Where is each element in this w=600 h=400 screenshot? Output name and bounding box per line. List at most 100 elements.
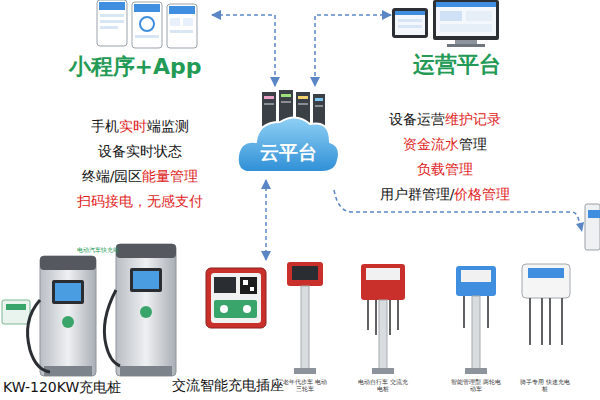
shape — [52, 280, 84, 304]
shape — [240, 277, 257, 294]
feature-text: 维护记录 — [445, 111, 501, 127]
charging-post-illustrations — [287, 262, 570, 374]
shape — [262, 92, 276, 126]
shape — [287, 262, 323, 286]
feature-text: 实时 — [119, 118, 147, 134]
feature-text: 手机 — [91, 118, 119, 134]
shape — [100, 14, 124, 17]
device-caption: 骑手专用 快速充电桩 — [520, 378, 570, 392]
feature-line: 设备运营维护记录 — [389, 110, 501, 128]
shape — [140, 306, 152, 318]
shape — [206, 268, 266, 328]
shape — [214, 300, 257, 318]
shape — [585, 204, 600, 250]
shape — [281, 94, 291, 97]
shape — [243, 305, 251, 313]
shape — [398, 19, 422, 22]
shape — [100, 20, 124, 23]
shape — [465, 368, 487, 374]
feature-text: 扫码接电，无感支付 — [77, 193, 203, 209]
shape — [372, 368, 394, 374]
feature-text: 设备运营 — [389, 111, 445, 127]
feature-line: 扫码接电，无感支付 — [77, 192, 203, 210]
feature-text: 端监测 — [147, 118, 189, 134]
shape — [169, 6, 195, 14]
shape — [40, 256, 96, 376]
shape — [170, 30, 193, 33]
platform-node: 运营平台 — [393, 0, 521, 84]
shape — [472, 296, 480, 370]
shape — [104, 290, 120, 366]
node-label: KW-120KW充电桩 — [3, 379, 121, 397]
shape — [466, 11, 492, 21]
shape — [28, 300, 50, 372]
ac-socket-node: 交流智能充电插座 — [160, 262, 296, 398]
shape — [294, 368, 316, 374]
shape — [436, 2, 496, 7]
shape — [250, 287, 254, 291]
shape — [132, 2, 162, 48]
shape — [134, 4, 160, 12]
shape — [183, 18, 193, 26]
shape — [298, 96, 308, 99]
shape — [440, 11, 462, 21]
shape — [392, 8, 428, 38]
app-node: 小程序+App — [60, 0, 210, 86]
shape — [301, 286, 309, 370]
shape — [2, 300, 30, 324]
node-label: 运营平台 — [413, 50, 501, 80]
feature-line: 资金流水管理 — [403, 135, 487, 153]
shape — [135, 35, 159, 38]
node-label: 云平台 — [260, 140, 317, 166]
shape — [315, 105, 323, 107]
shape — [6, 304, 26, 310]
shape — [455, 40, 477, 44]
shape — [313, 94, 325, 126]
device-caption: 电动自行车 交流充电桩 — [358, 378, 408, 392]
feature-text: 用户群管理/ — [380, 186, 455, 202]
feature-line: 用户群管理/价格管理 — [380, 185, 511, 203]
shape — [130, 268, 162, 292]
shape — [461, 270, 491, 282]
phone-screens — [97, 0, 197, 48]
shape — [99, 2, 125, 10]
dashed-connector — [315, 15, 391, 86]
feature-text: 设备实时状态 — [98, 143, 182, 159]
shape — [243, 280, 248, 285]
shape — [120, 366, 172, 376]
shape — [433, 0, 499, 40]
shape — [398, 25, 422, 28]
shape — [116, 244, 176, 376]
shape — [214, 277, 236, 293]
feature-line: 设备实时状态 — [98, 142, 182, 160]
shape — [40, 256, 96, 270]
ac-socket-illustration — [206, 268, 266, 328]
shape — [170, 18, 180, 26]
shape — [576, 222, 584, 232]
dashed-connector — [265, 180, 267, 260]
device-caption: 电动汽车快充站 — [68, 246, 128, 253]
feature-text: 终端/园区 — [82, 168, 143, 184]
shape — [528, 268, 564, 278]
shape — [379, 300, 387, 370]
feature-line: 手机实时端监测 — [91, 117, 189, 135]
shape — [238, 117, 339, 172]
device-caption: 老年代步车 电动三轮车 — [282, 378, 328, 392]
feature-text: 资金流水 — [403, 136, 459, 152]
feature-line: 负载管理 — [417, 160, 473, 178]
platform-screens — [392, 0, 499, 47]
shape — [133, 271, 159, 289]
shape — [167, 4, 197, 48]
feature-text: 管理 — [459, 136, 487, 152]
dc-charger-node: KW-120KW充电桩 — [0, 238, 182, 400]
shape — [522, 264, 570, 298]
feature-text: 价格管理 — [454, 186, 510, 202]
feature-text: 能量管理 — [142, 168, 198, 184]
shape — [366, 268, 400, 280]
shape — [264, 103, 274, 105]
shape — [220, 305, 228, 313]
dc-charger-illustration — [2, 244, 176, 376]
shape — [44, 366, 92, 376]
shape — [298, 103, 308, 105]
